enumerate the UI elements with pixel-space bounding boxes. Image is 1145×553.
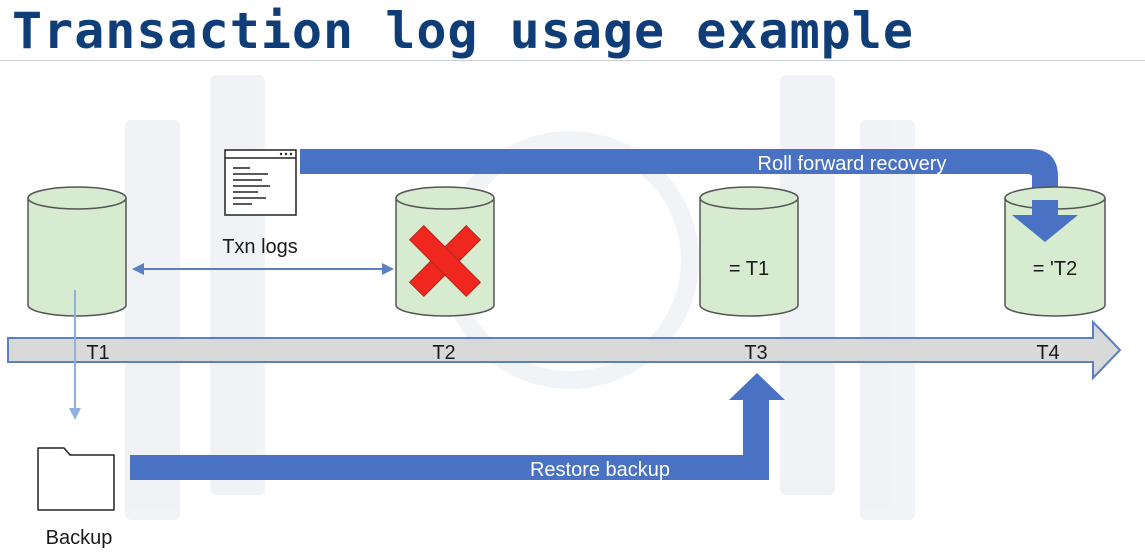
backup-label: Backup: [46, 527, 113, 549]
tick-t2: T2: [432, 342, 455, 364]
tick-t4: T4: [1036, 342, 1059, 364]
txn-logs-label: Txn logs: [222, 236, 298, 258]
document-window-icon: [224, 149, 297, 216]
roll-forward-label: Roll forward recovery: [758, 153, 947, 175]
database-t3-label: = T1: [729, 258, 769, 280]
roll-forward-arrow: [300, 149, 1078, 242]
database-t1: [27, 186, 127, 317]
restore-backup-arrow: [130, 373, 785, 480]
tick-t1: T1: [86, 342, 109, 364]
roll-forward-arrowhead: [1012, 200, 1078, 242]
database-t3: [699, 186, 799, 317]
log-span-arrow: [132, 263, 394, 275]
folder-icon: [37, 447, 115, 511]
title-divider: [0, 60, 1145, 61]
database-t4-label: = 'T2: [1033, 258, 1077, 280]
page-title: Transaction log usage example: [12, 2, 914, 60]
backup-down-arrow: [69, 290, 81, 420]
timeline-arrow: [7, 319, 1122, 381]
red-x-icon: [408, 224, 482, 298]
restore-backup-label: Restore backup: [530, 459, 670, 481]
tick-t3: T3: [744, 342, 767, 364]
